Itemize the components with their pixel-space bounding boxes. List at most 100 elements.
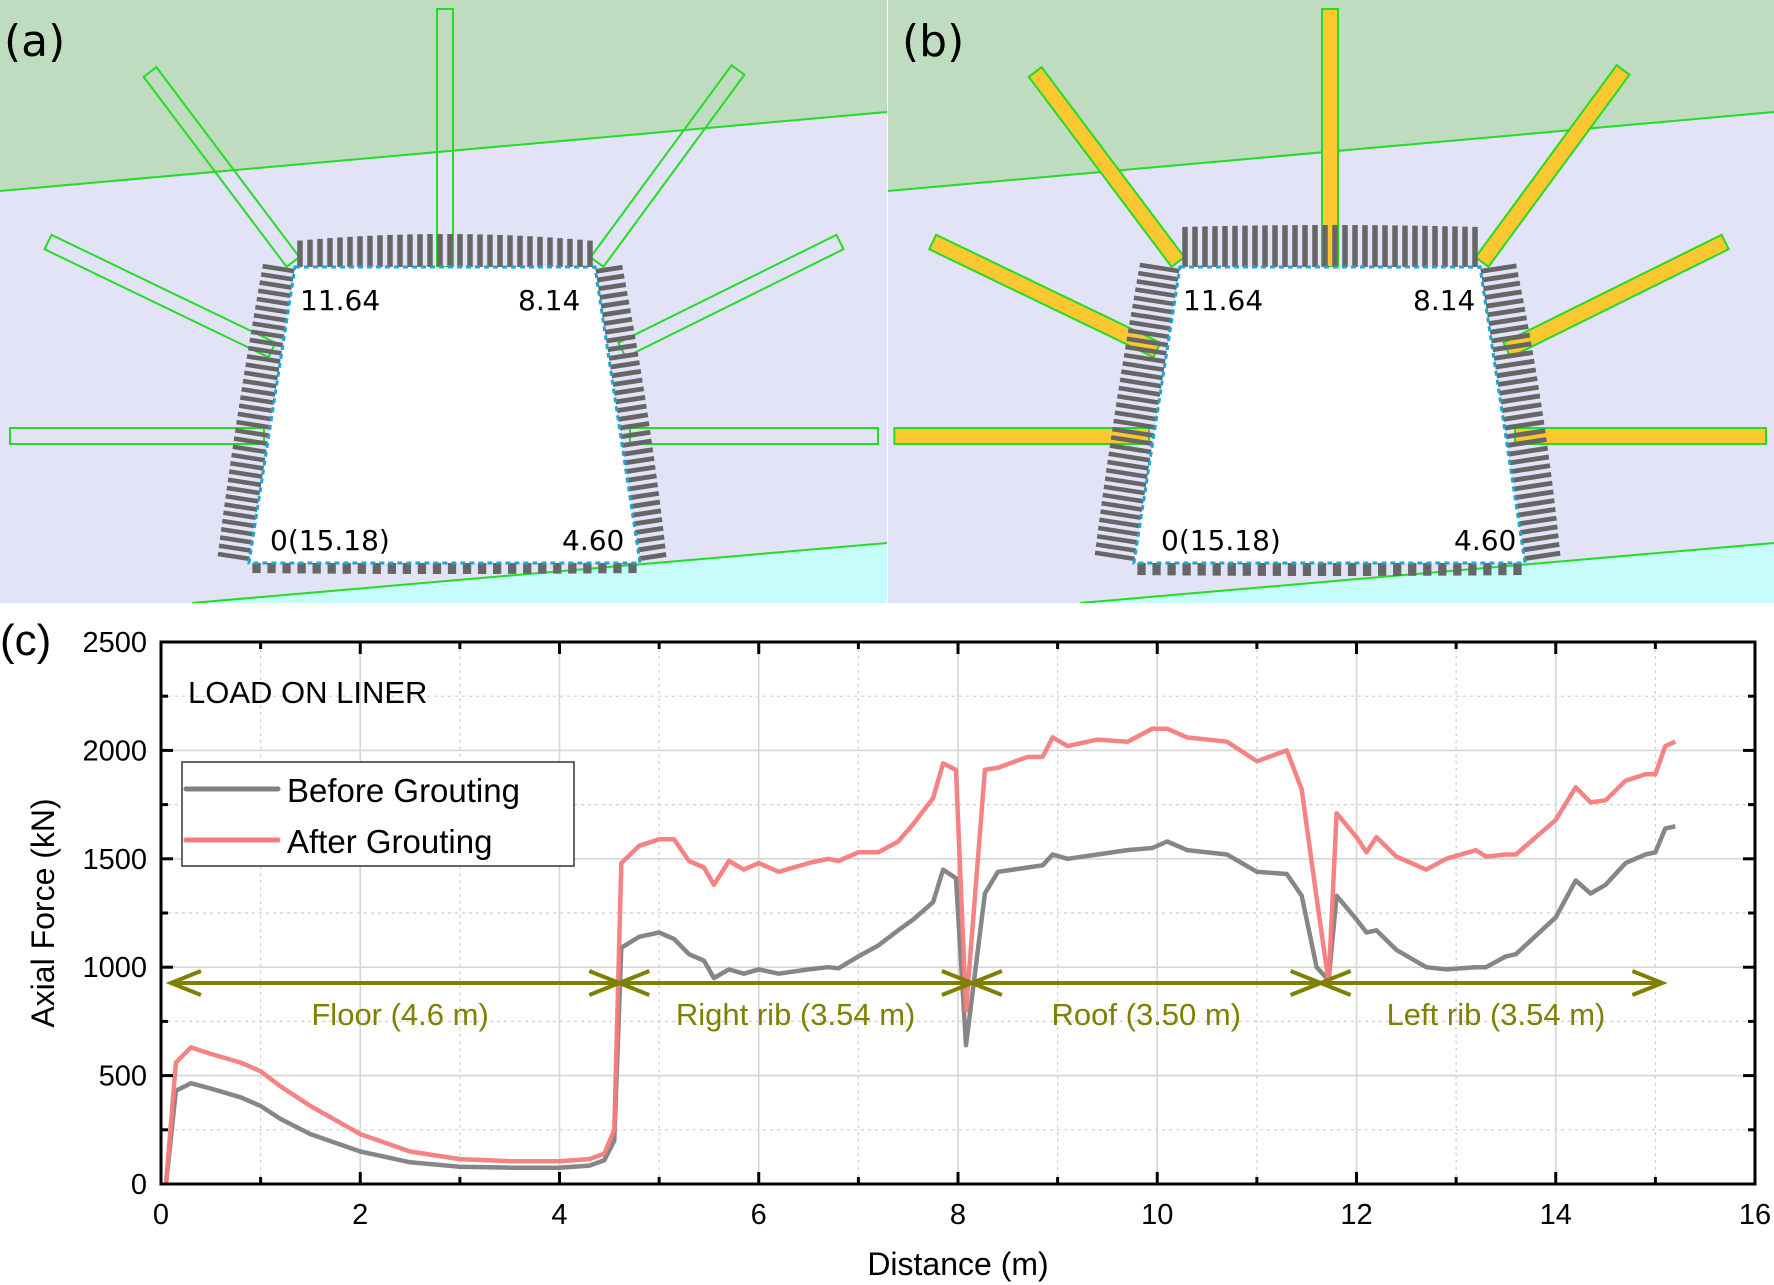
segment-label: Floor (4.6 m)	[311, 997, 488, 1032]
liner-force-bar	[457, 234, 463, 267]
liner-force-bar	[247, 345, 282, 356]
liner-force-bar	[1486, 306, 1526, 318]
liner-force-bar	[234, 428, 270, 438]
liner-force-bar	[623, 447, 654, 457]
liner-force-bar	[613, 386, 645, 396]
liner-force-bar	[223, 510, 257, 521]
liner-force-bar	[1302, 225, 1308, 267]
legend: Before Grouting After Grouting	[181, 761, 575, 867]
corner-label-bottom-right: 4.60	[562, 524, 625, 557]
liner-force-bar	[250, 329, 285, 340]
liner-force-bar	[1462, 226, 1468, 267]
liner-force-bar	[1412, 225, 1418, 267]
liner-force-bar	[1094, 550, 1135, 562]
liner-force-bar	[609, 360, 640, 370]
liner-force-bar	[492, 563, 502, 574]
liner-force-bar	[432, 563, 442, 574]
liner-force-bar	[417, 563, 427, 574]
liner-force-bar	[367, 235, 373, 267]
corner-label-top-right: 8.14	[518, 284, 581, 317]
liner-force-bar	[372, 563, 381, 574]
liner-force-bar	[342, 563, 351, 574]
liner-force-bar	[317, 238, 323, 267]
liner-force-bar	[297, 563, 306, 574]
liner-force-bar	[1115, 402, 1158, 414]
liner-force-bar	[397, 234, 403, 267]
y-tick-label: 0	[131, 1169, 147, 1201]
liner-force-bar	[267, 563, 276, 574]
liner-force-bar	[638, 552, 667, 562]
panel-a-before-grouting: (a) 11.64 8.14 0(15.18) 4.60	[0, 0, 887, 603]
liner-force-bar	[1252, 225, 1258, 267]
liner-force-bar	[1103, 484, 1146, 496]
liner-force-bar	[1516, 498, 1555, 509]
liner-force-bar	[1114, 410, 1157, 422]
liner-bars-left-rib	[217, 263, 295, 562]
liner-force-bar	[1377, 563, 1387, 576]
liner-force-bar	[1347, 563, 1357, 576]
liner-force-bar	[1111, 426, 1155, 438]
legend-label-after: After Grouting	[287, 823, 492, 860]
liner-force-bar	[337, 237, 343, 267]
liner-force-bar	[347, 236, 353, 267]
liner-force-bar	[297, 240, 303, 267]
liner-force-bar	[233, 436, 268, 447]
x-tick-label: 16	[1739, 1199, 1771, 1231]
corner-label-top-right: 8.14	[1413, 284, 1476, 317]
liner-force-bar	[1105, 468, 1148, 479]
liner-force-bar	[557, 238, 563, 267]
liner-force-bar	[1506, 437, 1547, 448]
liner-force-bar	[1480, 263, 1517, 274]
liner-force-bar	[1522, 542, 1560, 553]
liner-force-bar	[1182, 226, 1188, 267]
liner-force-bar	[1282, 225, 1288, 267]
liner-force-bar	[1496, 367, 1537, 379]
liner-force-bar	[1212, 563, 1221, 576]
liner-force-bar	[1113, 418, 1156, 430]
segment-annotation: Roof (3.50 m)	[966, 969, 1327, 1032]
liner-force-bar	[595, 264, 623, 274]
liner-force-bar	[1125, 344, 1167, 356]
liner-force-bar	[241, 386, 276, 397]
liner-force-bar	[616, 403, 647, 414]
x-axis-label: Distance (m)	[867, 1246, 1048, 1282]
liner-force-bar	[357, 563, 366, 574]
liner-force-bar	[1272, 563, 1282, 576]
liner-force-bar	[1133, 295, 1175, 307]
liner-force-bar	[583, 563, 592, 574]
liner-force-bar	[327, 563, 336, 574]
liner-force-bar	[1127, 328, 1170, 340]
liner-force-bar	[600, 299, 630, 309]
x-tick-label: 2	[352, 1199, 368, 1231]
liner-force-bar	[1332, 563, 1342, 576]
liner-force-bar	[1423, 563, 1432, 576]
series-line-after-grouting	[163, 726, 1677, 1185]
liner-force-bar	[1202, 226, 1208, 267]
arrowhead-left-icon	[165, 969, 202, 997]
liner-force-bar	[1493, 350, 1534, 361]
liner-force-bar	[227, 477, 262, 488]
arrowhead-left-icon	[613, 969, 651, 997]
liner-force-bar	[627, 473, 657, 483]
liner-force-bar	[357, 236, 363, 267]
liner-force-bar	[1134, 287, 1176, 299]
liner-force-bar	[243, 370, 279, 381]
liner-force-bar	[1222, 225, 1228, 267]
liner-force-bar	[1152, 563, 1161, 576]
liner-force-bar	[1490, 332, 1531, 344]
x-tick-label: 6	[751, 1199, 767, 1231]
panel-b-after-grouting: (b) 11.64 8.14 0(15.18) 4.60	[888, 0, 1774, 603]
liner-force-bar	[621, 438, 653, 448]
liner-force-bar	[1438, 563, 1447, 576]
liner-force-bar	[603, 316, 633, 326]
liner-force-bar	[225, 493, 259, 504]
liner-force-bar	[1122, 361, 1165, 373]
liner-bars-right-rib	[595, 264, 667, 562]
liner-force-bar	[1513, 563, 1522, 576]
y-axis-label: Axial Force (kN)	[25, 798, 61, 1027]
liner-force-bar	[1372, 225, 1378, 267]
liner-force-bar	[1262, 225, 1268, 267]
liner-force-bar	[1197, 563, 1206, 576]
liner-force-bar	[252, 321, 286, 331]
liner-force-bar	[1494, 358, 1535, 370]
